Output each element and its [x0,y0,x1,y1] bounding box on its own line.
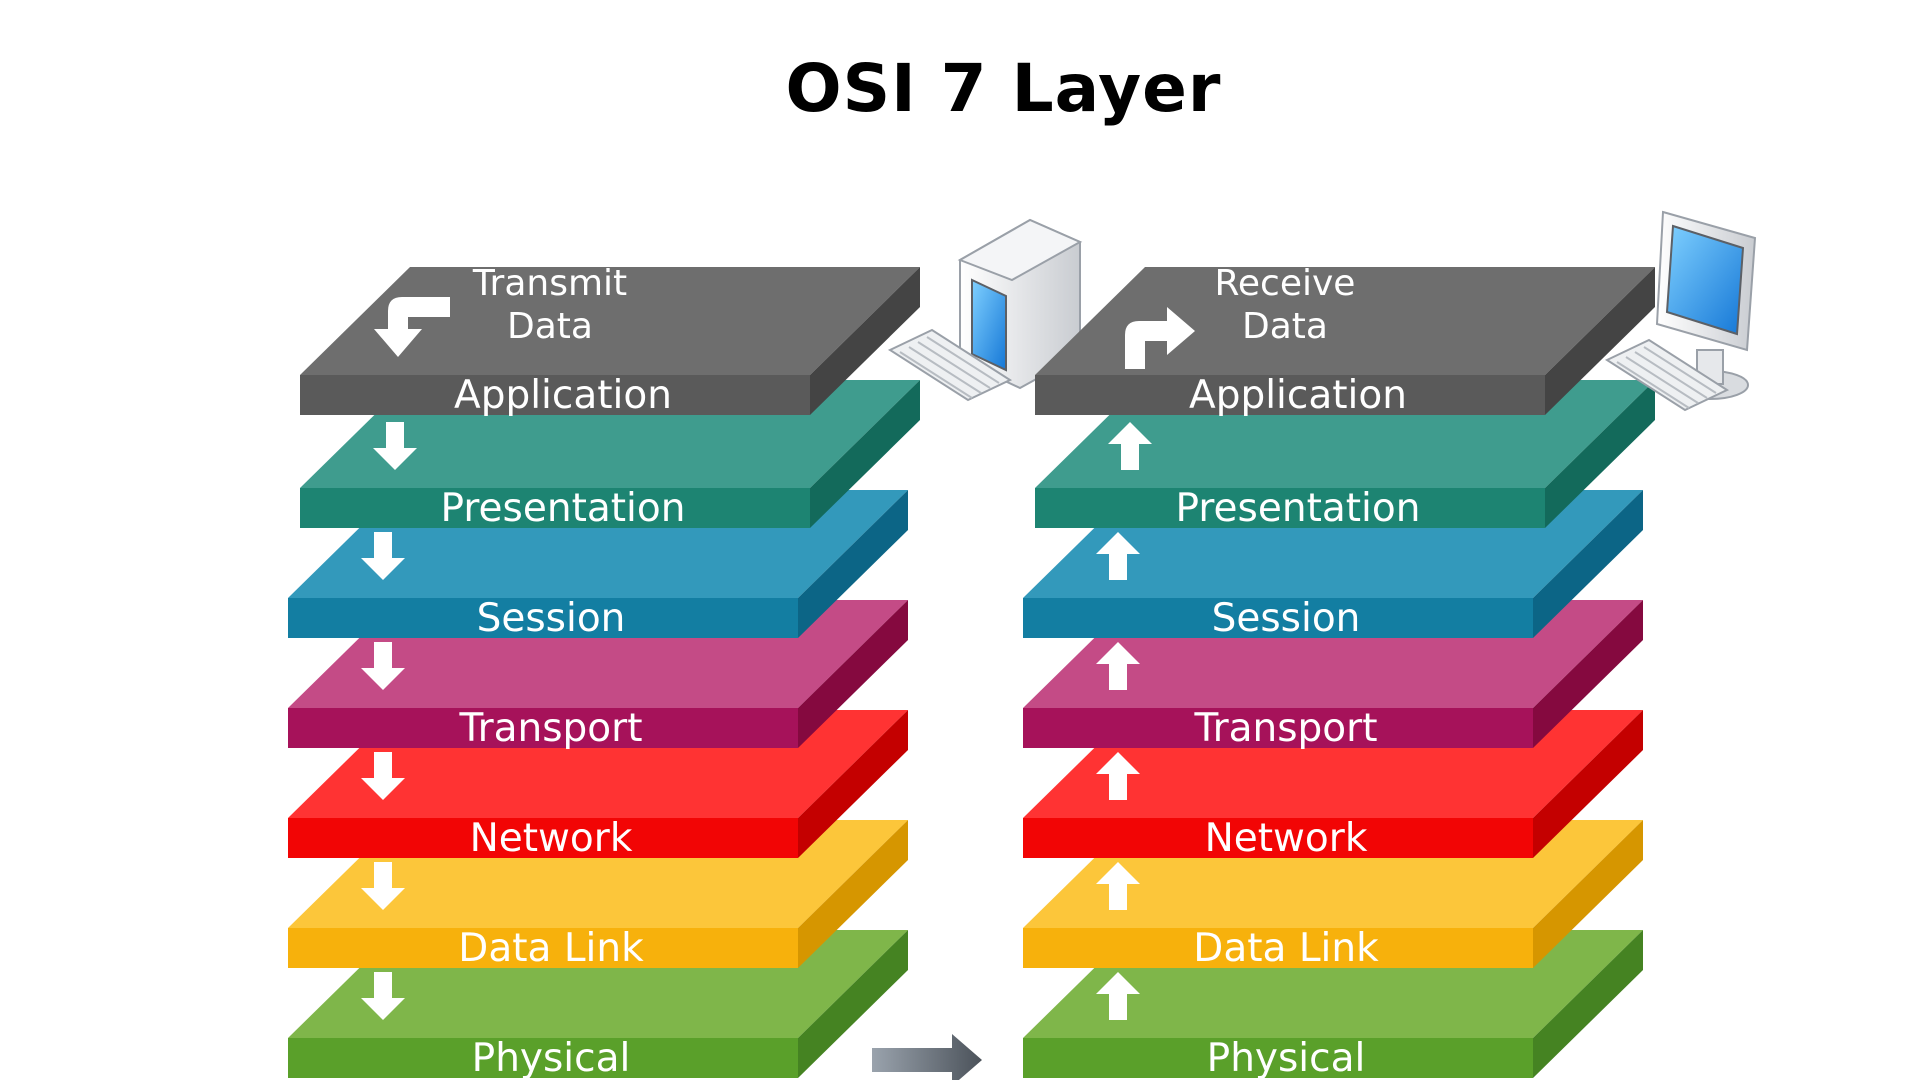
receive-stack: Physical Data Link Network Transport Session… [1023,210,1757,1080]
layer-side-face [1545,380,1655,528]
layer-side-face [1545,267,1655,415]
turn-down-arrow-icon [374,297,450,357]
layer-label-presentation: Presentation [1176,486,1421,531]
layer-side-face [798,710,908,858]
up-arrow-icon [1096,532,1140,580]
layer-front-face [1035,488,1545,528]
computer-icon [887,218,1083,402]
transmit-stack: Physical Data Link Network Transport Session… [288,218,1083,1080]
layer-label-physical: Physical [472,1036,631,1080]
layer-side-face [1533,820,1643,968]
up-arrow-icon [1096,752,1140,800]
data-label-line1: Receive [1215,263,1356,304]
turn-up-arrow-icon [1125,307,1195,369]
layer-front-face [1035,375,1545,415]
layer-label-session: Session [1212,596,1361,641]
data-label-line1: Transmit [472,263,627,304]
down-arrow-icon [361,642,405,690]
layer-label-network: Network [470,816,633,861]
up-arrow-icon [1096,862,1140,910]
layer-side-face [810,267,920,415]
layer-label-physical: Physical [1207,1036,1366,1080]
down-arrow-icon [361,532,405,580]
down-arrow-icon [361,972,405,1020]
layer-label-application: Application [1189,373,1407,418]
layer-side-face [798,490,908,638]
layer-label-transport: Transport [1193,706,1377,751]
computer-icon [1604,210,1757,412]
layer-front-face [288,1038,798,1078]
layer-side-face [798,600,908,748]
layer-side-face [810,380,920,528]
layer-side-face [798,820,908,968]
layer-front-face [300,375,810,415]
layer-side-face [1533,600,1643,748]
layer-side-face [1533,710,1643,858]
layer-application: Application [300,267,920,418]
up-arrow-icon [1096,972,1140,1020]
layer-label-application: Application [454,373,672,418]
layer-top-face [300,267,920,375]
layer-front-face [1023,598,1533,638]
down-arrow-icon [361,752,405,800]
layer-side-face [1533,930,1643,1078]
layer-label-data-link: Data Link [458,926,644,971]
layer-front-face [288,708,798,748]
layer-side-face [798,930,908,1078]
connector-arrow [872,1034,982,1080]
layer-front-face [288,598,798,638]
layer-front-face [1023,818,1533,858]
down-arrow-icon [361,862,405,910]
layer-front-face [288,818,798,858]
up-arrow-icon [1096,642,1140,690]
layer-front-face [1023,1038,1533,1078]
data-label-line2: Data [1242,306,1328,347]
layer-side-face [1533,490,1643,638]
layer-top-face [1035,267,1655,375]
layer-label-data-link: Data Link [1193,926,1379,971]
layer-application: Application [1035,267,1655,418]
layer-label-transport: Transport [458,706,642,751]
layer-label-network: Network [1205,816,1368,861]
page-title: OSI 7 Layer [785,50,1222,127]
right-arrow-icon [872,1034,982,1080]
layer-front-face [300,488,810,528]
layer-label-session: Session [477,596,626,641]
up-arrow-icon [1108,422,1152,470]
layer-front-face [1023,708,1533,748]
layer-label-presentation: Presentation [441,486,686,531]
down-arrow-icon [373,422,417,470]
layer-front-face [1023,928,1533,968]
layer-front-face [288,928,798,968]
data-label-line2: Data [507,306,593,347]
